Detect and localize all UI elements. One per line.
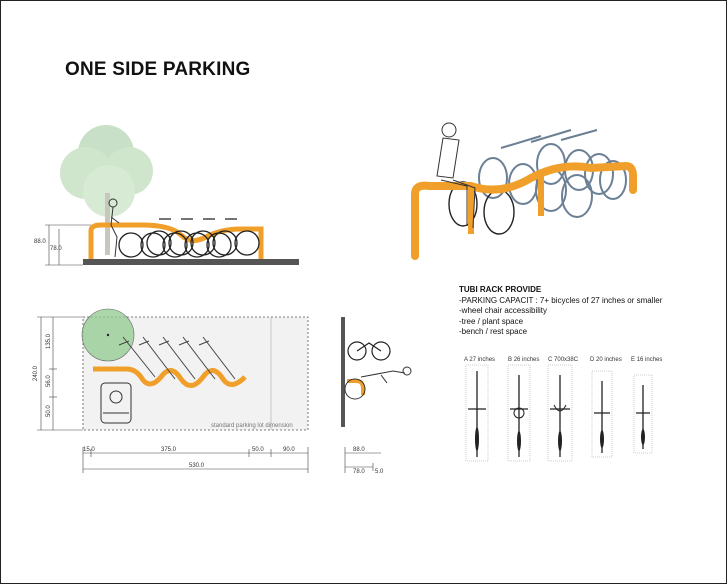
rack-perspective (411, 161, 637, 260)
bikes-elevation (118, 218, 260, 258)
info-line: -tree / plant space (459, 316, 524, 326)
side-view-drawing: 88.0 78.0 5.0 (341, 317, 412, 475)
side-dimensions (344, 447, 381, 473)
svg-text:C 700x38C: C 700x38C (548, 357, 579, 363)
svg-text:A 27 inches: A 27 inches (464, 357, 495, 363)
side-dim-78: 78.0 (353, 469, 365, 475)
side-dim-88: 88.0 (353, 447, 365, 453)
plan-dim-total: 530.0 (189, 463, 205, 469)
perspective-drawing (411, 122, 637, 260)
plan-drawing: standard parking lot dimension 240.0 135… (33, 308, 309, 473)
plan-dim-15: 15.0 (83, 447, 95, 453)
tree-illustration (60, 125, 153, 255)
bike-type-e: E 16 inches (631, 357, 662, 454)
plan-left-dimensions (37, 316, 83, 431)
elevation-dimensions (45, 224, 91, 266)
info-line: -bench / rest space (459, 327, 528, 336)
info-heading: TUBI RACK PROVIDE (459, 285, 542, 294)
wheelchair-plan (100, 382, 132, 424)
info-line: -PARKING CAPACIT : 7+ bicycles of 27 inc… (459, 295, 663, 305)
svg-text:D 20 inches: D 20 inches (590, 357, 622, 363)
seated-person (436, 122, 476, 229)
plan-dim-135: 135.0 (46, 333, 52, 349)
bike-type-c: C 700x38C (547, 357, 579, 462)
plan-dim-375: 375.0 (161, 447, 177, 453)
svg-text:E 16 inches: E 16 inches (631, 357, 662, 363)
elevation-drawing: 88.0 78.0 (34, 125, 299, 266)
rack-perspective-back (468, 176, 544, 234)
wall (341, 317, 345, 427)
wheelchair-side (344, 366, 412, 400)
plan-bottom-dimensions (82, 447, 309, 473)
bike-type-b: B 26 inches (507, 357, 539, 462)
side-dim-5: 5.0 (375, 469, 384, 475)
plan-dim-50: 50.0 (46, 405, 52, 417)
plan-dim-50b: 50.0 (252, 447, 264, 453)
person-figure (108, 198, 120, 258)
rack-plan (93, 366, 247, 388)
elevation-dim-78: 78.0 (50, 246, 62, 252)
page-title: ONE SIDE PARKING (65, 59, 251, 80)
elevation-dim-88: 88.0 (34, 239, 46, 245)
plan-dim-90: 90.0 (283, 447, 295, 453)
bike-side-view (347, 341, 391, 361)
bike-types-drawing: A 27 inches B 26 inches C 700x38C D 20 i… (464, 357, 662, 462)
bikes-perspective (478, 129, 627, 218)
plan-dim-240: 240.0 (33, 365, 39, 381)
bike-type-d: D 20 inches (590, 357, 622, 458)
plan-dim-56: 56.0 (46, 375, 52, 387)
rack-side (347, 379, 365, 395)
bike-type-a: A 27 inches (464, 357, 495, 462)
bikes-plan (118, 336, 236, 380)
lot-dimension-label: standard parking lot dimension (211, 423, 293, 429)
svg-text:B 26 inches: B 26 inches (508, 357, 539, 363)
rack-info: TUBI RACK PROVIDE -PARKING CAPACIT : 7+ … (459, 285, 662, 338)
info-line: -wheel chair accessibility (459, 306, 548, 315)
ground-slab (83, 259, 299, 265)
